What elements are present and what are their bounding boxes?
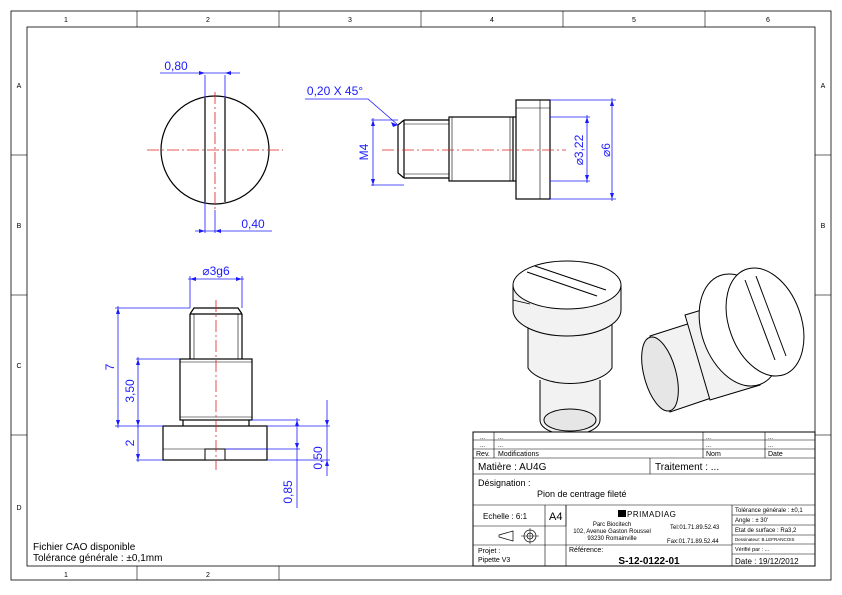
projet-value: Pipette V3	[478, 557, 510, 564]
dim-chamfer: 0,20 X 45°	[307, 84, 363, 98]
side-zone-markers: A B C D A B	[11, 83, 831, 512]
row-label-right-a: A	[821, 83, 826, 90]
designation-label: Désignation :	[478, 478, 531, 488]
company-logo: PRIMADIAG	[618, 510, 676, 519]
angle-tolerance: Angle : ± 30'	[735, 518, 768, 524]
rev-header-nom: Nom	[706, 451, 721, 458]
dim-slot-bottom: 0,40	[241, 217, 265, 231]
dim-length-350: 3,50	[123, 379, 137, 403]
projet-label: Projet :	[478, 548, 500, 555]
row-label-left-d: D	[16, 505, 21, 512]
rev-row2-date: ...	[768, 443, 773, 449]
rev-row1-nom: ...	[706, 435, 711, 441]
rev-row2-rev: ...	[480, 443, 485, 449]
row-label-left-a: A	[17, 83, 22, 90]
matiere: Matière : AU4G	[478, 462, 547, 473]
rev-header-date: Date	[768, 451, 783, 458]
drawing-date: Date : 19/12/2012	[735, 557, 799, 566]
projection-symbol-icon	[498, 528, 539, 544]
row-label-left-c: C	[16, 363, 21, 370]
etat-surface: Etat de surface : Ra3,2	[735, 528, 797, 534]
dim-diam-3g6: ⌀3g6	[202, 264, 230, 278]
dim-slot-width: 0,80	[164, 59, 188, 73]
rev-row1-date: ...	[768, 435, 773, 441]
address-line2: 102, Avenue Gaston Roussel	[573, 529, 651, 535]
row-label-right-b: B	[821, 223, 826, 230]
rev-row1-mod: ...	[498, 435, 503, 441]
col-label-top-6: 6	[766, 17, 770, 24]
note-cad-file: Fichier CAO disponible	[33, 542, 136, 553]
rev-row2-nom: ...	[706, 443, 711, 449]
svg-text:PRIMADIAG: PRIMADIAG	[627, 510, 676, 519]
dim-depth-050: 0,50	[311, 446, 325, 470]
col-label-top-3: 3	[348, 17, 352, 24]
dim-length-7: 7	[103, 363, 117, 370]
col-label-top-2: 2	[206, 17, 210, 24]
rev-header-rev: Rev.	[476, 451, 490, 458]
col-label-top-1: 1	[64, 17, 68, 24]
dim-diam-322: ⌀3,22	[572, 134, 586, 165]
row-label-left-b: B	[17, 223, 22, 230]
designation-value: Pion de centrage fileté	[537, 489, 627, 499]
address-line1: Parc Biocitech	[593, 522, 631, 528]
address-line3: 93230 Romainville	[587, 536, 637, 542]
top-view: 0,80 0,40	[147, 59, 283, 233]
note-general-tolerance: Tolérance générale : ±0,1mm	[33, 553, 162, 564]
dim-diam-6: ⌀6	[599, 143, 613, 157]
title-block: ... ... ... ... ... ... ... ... Rev. Mod…	[472, 431, 816, 567]
dim-thread: M4	[357, 143, 371, 160]
rev-row2-mod: ...	[498, 443, 503, 449]
dim-depth-085: 0,85	[281, 480, 295, 504]
reference-value: S-12-0122-01	[618, 556, 680, 567]
side-view: 0,20 X 45° M4 ⌀3,22 ⌀6	[305, 84, 616, 201]
rev-row1-rev: ...	[480, 435, 485, 441]
bottom-zone-markers: 1 2	[64, 566, 280, 580]
reference-label: Référence:	[569, 547, 603, 554]
col-label-bottom-1: 1	[64, 572, 68, 579]
fax: Fax:01.71.89.52.44	[667, 539, 719, 545]
front-view: ⌀3g6 7 3,50 2 0,85 0,50	[103, 264, 330, 508]
traitement: Traitement : ...	[655, 462, 719, 473]
isometric-view-1	[512, 260, 622, 436]
telephone: Tel:01.71.89.52.43	[670, 525, 720, 531]
dessinateur: Dessinateur: B.LEFRANCOIS	[735, 537, 795, 542]
rev-header-modifications: Modifications	[498, 451, 539, 458]
format: A4	[549, 511, 562, 523]
col-label-top-4: 4	[490, 17, 494, 24]
tolerance-generale: Tolérance générale : ±0,1	[735, 508, 803, 514]
col-label-top-5: 5	[632, 17, 636, 24]
top-zone-markers: 1 2 3 4 5 6	[64, 11, 770, 27]
isometric-view-2	[641, 267, 805, 413]
dim-height-2: 2	[123, 439, 137, 446]
col-label-bottom-2: 2	[206, 572, 210, 579]
verifie-par: Vérifié par : ...	[735, 547, 770, 553]
echelle: Echelle : 6:1	[483, 512, 528, 521]
